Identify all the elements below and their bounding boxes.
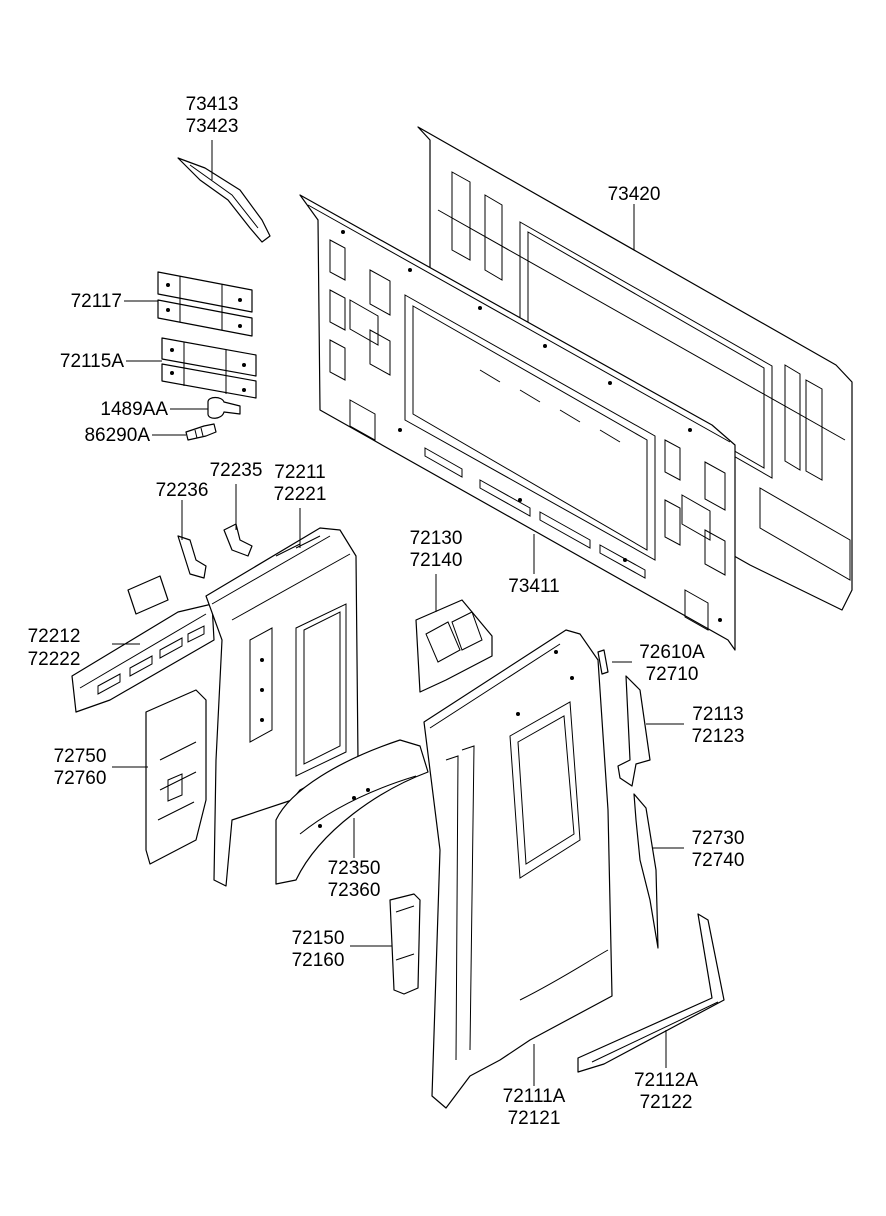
part-72150-reinforcement bbox=[389, 893, 421, 995]
label-72117-line1: 72117 bbox=[71, 291, 122, 312]
label-72730-line2: 72740 bbox=[692, 850, 745, 871]
label-72211-line1: 72211 bbox=[274, 462, 325, 483]
label-73413: 73413 73423 bbox=[186, 94, 239, 137]
part-72750-pillar bbox=[145, 689, 207, 865]
label-72150: 72150 72160 bbox=[292, 928, 345, 971]
label-72112A-line2: 72122 bbox=[640, 1092, 693, 1113]
label-72236-line1: 72236 bbox=[156, 480, 209, 501]
part-73411-rear-inner-panel bbox=[299, 194, 736, 651]
label-72212: 72212 72222 bbox=[28, 626, 81, 670]
part-86290A-bolt bbox=[185, 423, 217, 441]
label-72730: 72730 72740 bbox=[692, 828, 745, 871]
label-86290A-line1: 86290A bbox=[84, 425, 150, 446]
label-72113-line1: 72113 bbox=[692, 704, 743, 725]
part-73413-strip bbox=[177, 157, 271, 243]
label-72130-line2: 72140 bbox=[410, 550, 463, 571]
label-72350-line2: 72360 bbox=[328, 880, 381, 901]
leader-lines bbox=[112, 140, 684, 1086]
label-72750: 72750 72760 bbox=[54, 746, 107, 789]
part-72350-wheel-house bbox=[275, 739, 429, 885]
label-1489AA-line1: 1489AA bbox=[100, 399, 168, 420]
part-72112A-sill bbox=[577, 913, 725, 1073]
label-72610A: 72610A 72710 bbox=[639, 642, 705, 685]
part-72235-bracket bbox=[223, 523, 253, 557]
label-72235-line1: 72235 bbox=[210, 460, 263, 481]
part-72236-bracket bbox=[177, 535, 207, 579]
label-72150-line2: 72160 bbox=[292, 950, 345, 971]
label-72111A: 72111A 72121 bbox=[503, 1086, 566, 1129]
label-72130: 72130 72140 bbox=[410, 528, 463, 571]
label-72130-line1: 72130 bbox=[410, 528, 463, 549]
label-72211: 72211 72221 bbox=[274, 462, 327, 505]
part-73420-rear-outer-panel bbox=[417, 126, 853, 611]
label-72350-line1: 72350 bbox=[328, 858, 381, 879]
part-72130-bracket bbox=[415, 599, 493, 693]
label-72235: 72235 bbox=[210, 460, 263, 481]
label-72112A: 72112A 72122 bbox=[634, 1070, 698, 1113]
part-72211-side-inner-panel bbox=[205, 527, 359, 887]
part-72212-cross-member bbox=[71, 575, 215, 713]
label-86290A: 86290A bbox=[84, 425, 150, 446]
label-72111A-line2: 72121 bbox=[508, 1108, 561, 1129]
label-73411: 73411 bbox=[508, 576, 559, 597]
label-72112A-line1: 72112A bbox=[634, 1070, 698, 1091]
part-1489AA-clip bbox=[207, 396, 241, 419]
label-73420-line1: 73420 bbox=[608, 184, 661, 205]
label-72111A-line1: 72111A bbox=[503, 1086, 566, 1107]
label-72610A-line2: 72710 bbox=[646, 664, 699, 685]
label-72212-line1: 72212 bbox=[28, 626, 81, 647]
label-72610A-line1: 72610A bbox=[639, 642, 705, 663]
part-72730-strip bbox=[633, 793, 659, 949]
label-72113: 72113 72123 bbox=[692, 704, 745, 747]
label-72117: 72117 bbox=[71, 291, 122, 312]
label-73420: 73420 bbox=[608, 184, 661, 205]
label-72730-line1: 72730 bbox=[692, 828, 745, 849]
label-73413-line1: 73413 bbox=[186, 94, 239, 115]
label-72236: 72236 bbox=[156, 480, 209, 501]
label-73411-line1: 73411 bbox=[508, 576, 559, 597]
label-72113-line2: 72123 bbox=[692, 726, 745, 747]
label-72750-line2: 72760 bbox=[54, 768, 107, 789]
part-72115A-brackets bbox=[161, 337, 257, 399]
label-72150-line1: 72150 bbox=[292, 928, 345, 949]
part-72111A-quarter-outer-panel bbox=[423, 629, 613, 1109]
label-72350: 72350 72360 bbox=[328, 858, 381, 901]
label-72212-line2: 72222 bbox=[28, 649, 81, 670]
label-72115A-line1: 72115A bbox=[60, 351, 124, 372]
part-72610A-piece bbox=[597, 649, 609, 675]
part-72113-bracket bbox=[617, 675, 651, 787]
label-72115A: 72115A bbox=[60, 351, 124, 372]
label-73413-line2: 73423 bbox=[186, 116, 239, 137]
label-72750-line1: 72750 bbox=[54, 746, 107, 767]
label-1489AA: 1489AA bbox=[100, 399, 168, 420]
label-72211-line2: 72221 bbox=[274, 484, 327, 505]
part-72117-brackets bbox=[157, 271, 253, 337]
